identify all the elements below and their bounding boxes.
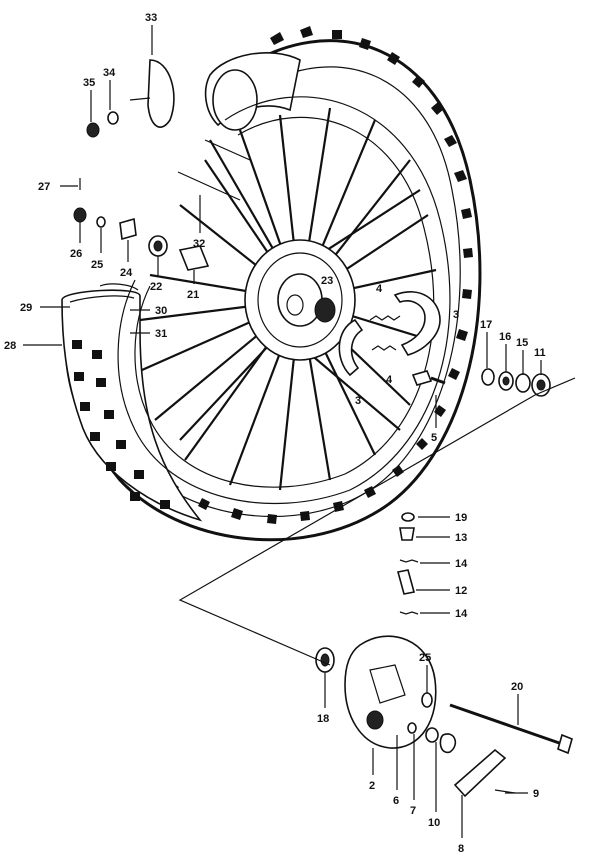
axle-left-parts [73, 139, 251, 271]
leader-lines [23, 25, 542, 838]
callout-10: 10 [428, 817, 440, 829]
speedometer-drive [86, 59, 175, 138]
callout-6: 6 [393, 795, 399, 807]
callout-33: 33 [145, 12, 157, 24]
callout-12: 12 [455, 585, 467, 597]
callout-23: 23 [321, 275, 333, 287]
tube-section [204, 52, 301, 131]
callout-32: 32 [193, 238, 205, 250]
cutaway-tread-blocks [72, 340, 170, 509]
callout-31: 31 [155, 328, 167, 340]
brake-panel [315, 635, 437, 749]
tire-tread [140, 26, 473, 524]
callout-30: 30 [155, 305, 167, 317]
callout-16: 16 [499, 331, 511, 343]
tire-section-cutaway [61, 283, 203, 522]
callout-26: 26 [70, 248, 82, 260]
brake-shoes [338, 291, 441, 377]
callout-13: 13 [455, 532, 467, 544]
callout-9: 9 [533, 788, 539, 800]
callout-34: 34 [103, 67, 116, 79]
callout-15: 15 [516, 337, 528, 349]
callout-11: 11 [534, 347, 546, 359]
callout-22: 22 [150, 281, 162, 293]
callout-3b: 3 [355, 395, 361, 407]
callout-3a: 3 [453, 309, 459, 321]
callout-21: 21 [187, 289, 199, 301]
callout-14b: 14 [455, 608, 468, 620]
brake-cam-parts [407, 692, 573, 798]
callout-35: 35 [83, 77, 95, 89]
cable-fitting-parts [397, 512, 419, 615]
callout-19: 19 [455, 512, 467, 524]
callout-17: 17 [480, 319, 492, 331]
callout-4b: 4 [386, 374, 393, 386]
callout-14a: 14 [455, 558, 468, 570]
callout-7: 7 [410, 805, 416, 817]
axle-centerline [178, 377, 576, 666]
callout-5: 5 [431, 432, 437, 444]
callout-27: 27 [38, 181, 50, 193]
callout-2: 2 [369, 780, 375, 792]
hub [244, 239, 356, 361]
callouts: 33 34 35 27 26 25 24 22 21 32 23 29 30 3… [4, 12, 546, 855]
callout-25b: 25 [419, 652, 431, 664]
callout-24: 24 [120, 267, 133, 279]
callout-18: 18 [317, 713, 329, 725]
callout-28: 28 [4, 340, 16, 352]
axle-right-parts [411, 368, 551, 397]
callout-4a: 4 [376, 283, 383, 295]
callout-29: 29 [20, 302, 32, 314]
callout-25: 25 [91, 259, 103, 271]
callout-20: 20 [511, 681, 523, 693]
callout-8: 8 [458, 843, 464, 855]
rim [117, 96, 451, 505]
